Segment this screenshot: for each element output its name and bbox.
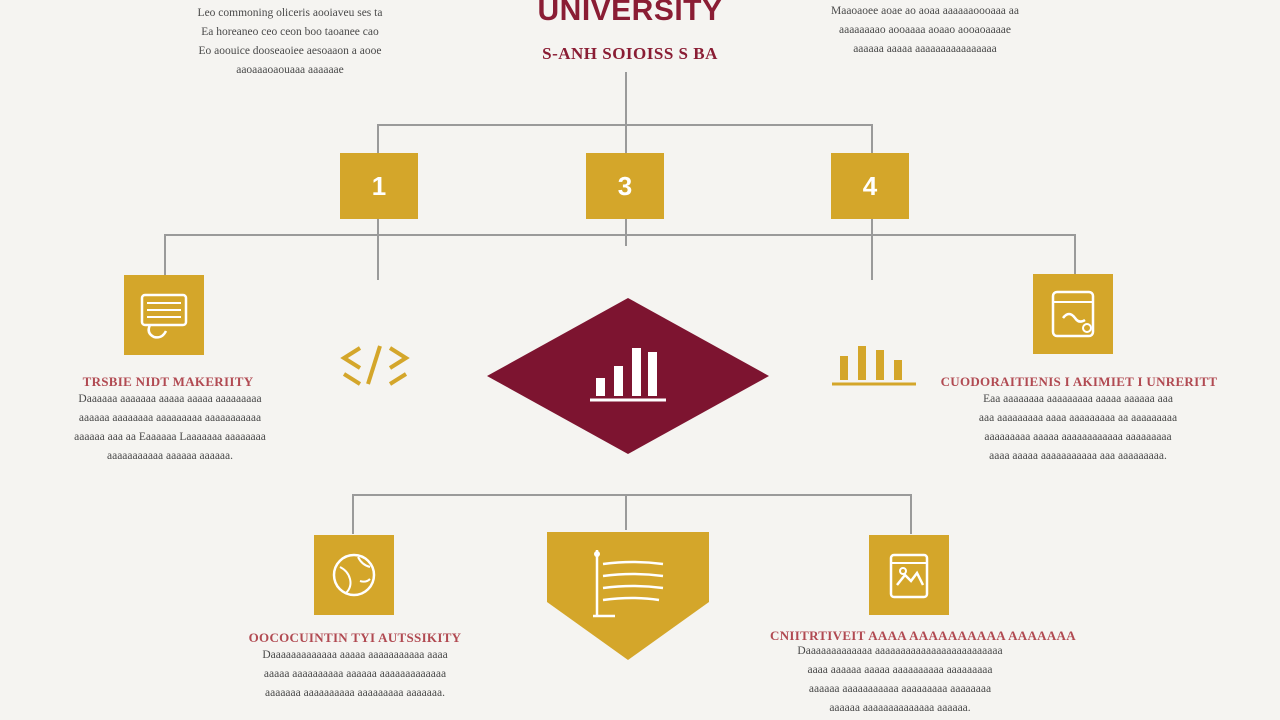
text-line: aaaaaa aaaaaaaaaaaaaa aaaaaa. xyxy=(829,702,971,714)
text-line: Daaaaaa aaaaaaa aaaaa aaaaa aaaaaaaaa xyxy=(78,393,262,405)
text-line: aaaaaaa aaaaaaaaaa aaaaaaaaa aaaaaaa. xyxy=(265,687,445,699)
text-line: aaaaaaaao aooaaaa aoaao aooaoaaaae xyxy=(838,24,1012,36)
text-line: aaaaaa aaa aa Eaaaaaa Laaaaaaa aaaaaaaa xyxy=(74,431,266,443)
text-line: Eo aoouice dooseaoiee aesoaaon a aooe xyxy=(198,45,382,57)
top-left-paragraph: Leo commoning oliceris aooiaveu ses ta E… xyxy=(150,4,430,80)
connector-line xyxy=(164,234,1076,236)
left-section-paragraph: Daaaaaa aaaaaaa aaaaa aaaaa aaaaaaaaa aa… xyxy=(20,390,320,466)
connector-line xyxy=(1074,234,1076,276)
bottom-right-heading: CNIITRTIVEIT AAAA AAAAAAAAAA AAAAAAA xyxy=(770,628,1076,643)
document-icon xyxy=(140,293,188,339)
photo-icon xyxy=(889,553,929,599)
text-line: Maaoaoee aoae ao aoaa aaaaaaoooaaa aa xyxy=(831,5,1019,17)
page-title: UNIVERSITY xyxy=(537,0,723,27)
step-box-4: 4 xyxy=(831,153,909,219)
left-icon-box xyxy=(124,275,204,355)
connector-line xyxy=(377,124,873,126)
page-subtitle: S-ANH SOIOISS S BA xyxy=(542,44,718,63)
text-line: Ea horeaneo ceo ceon boo taoanee cao xyxy=(201,26,379,38)
text-line: aaaaaa aaaaaaaa aaaaaaaaa aaaaaaaaaaa xyxy=(78,412,262,424)
text-line: aaaaa aaaaaaaaaa aaaaaa aaaaaaaaaaaaa xyxy=(263,668,447,680)
bar-chart-icon xyxy=(832,346,916,386)
connector-line xyxy=(871,124,873,154)
connector-line xyxy=(625,218,627,246)
connector-line xyxy=(625,72,627,154)
bottom-right-paragraph: Daaaaaaaaaaaaa aaaaaaaaaaaaaaaaaaaaaaaaa… xyxy=(750,642,1050,718)
text-line: aaoaaaoaouaaa aaaaaae xyxy=(236,64,344,76)
right-section-paragraph: Eaa aaaaaaaa aaaaaaaaa aaaaa aaaaaa aaa … xyxy=(930,390,1226,466)
bottom-right-icon-box xyxy=(869,535,949,615)
bottom-left-icon-box xyxy=(314,535,394,615)
bottom-left-heading: OOCOCUINTIN TYI AUTSSIKITY xyxy=(248,630,462,645)
right-section-heading: CUODORAITIENIS I AKIMIET I UNRERITT xyxy=(940,374,1218,389)
text-line: aaaaaa aaaaaaaaaaa aaaaaaaaa aaaaaaaa xyxy=(808,683,992,695)
step-box-3: 3 xyxy=(586,153,664,219)
code-icon xyxy=(340,345,410,386)
text-line: aaaaaaaaaaa aaaaaa aaaaaa. xyxy=(106,450,234,462)
connector-line xyxy=(377,218,379,280)
bar-chart-icon xyxy=(590,348,666,402)
globe-icon xyxy=(332,553,376,597)
connector-line xyxy=(352,494,912,496)
tablet-icon xyxy=(1051,290,1095,338)
text-line: aaaa aaaaa aaaaaaaaaaa aaa aaaaaaaaa. xyxy=(989,450,1167,462)
connector-line xyxy=(352,494,354,534)
step-box-1: 1 xyxy=(340,153,418,219)
text-line: Eaa aaaaaaaa aaaaaaaaa aaaaa aaaaaa aaa xyxy=(983,393,1173,405)
right-icon-box xyxy=(1033,274,1113,354)
top-right-paragraph: Maaoaoee aoae ao aoaa aaaaaaoooaaa aa aa… xyxy=(780,2,1070,59)
text-line: aaaaaa aaaaa aaaaaaaaaaaaaaaa xyxy=(853,43,997,55)
text-line: Daaaaaaaaaaaaa aaaaaaaaaaaaaaaaaaaaaaaaa xyxy=(797,645,1003,657)
text-line: Leo commoning oliceris aooiaveu ses ta xyxy=(197,7,383,19)
bottom-left-paragraph: Daaaaaaaaaaaaa aaaaa aaaaaaaaaaa aaaa aa… xyxy=(205,646,505,703)
connector-line xyxy=(164,234,166,276)
text-line: aaaaaaaaa aaaaa aaaaaaaaaaaa aaaaaaaaa xyxy=(984,431,1172,443)
connector-line xyxy=(910,494,912,534)
left-section-heading: TRSBIE NIDT MAKERIITY xyxy=(82,374,254,389)
list-chart-icon xyxy=(593,550,664,618)
connector-line xyxy=(871,218,873,280)
center-diamond xyxy=(487,298,769,454)
text-line: aaa aaaaaaaaa aaaa aaaaaaaaa aa aaaaaaaa… xyxy=(978,412,1178,424)
text-line: Daaaaaaaaaaaaa aaaaa aaaaaaaaaaa aaaa xyxy=(262,649,448,661)
connector-line xyxy=(377,124,379,154)
bottom-center-shield xyxy=(547,532,709,660)
connector-line xyxy=(625,494,627,530)
text-line: aaaa aaaaaa aaaaa aaaaaaaaaa aaaaaaaaa xyxy=(807,664,993,676)
